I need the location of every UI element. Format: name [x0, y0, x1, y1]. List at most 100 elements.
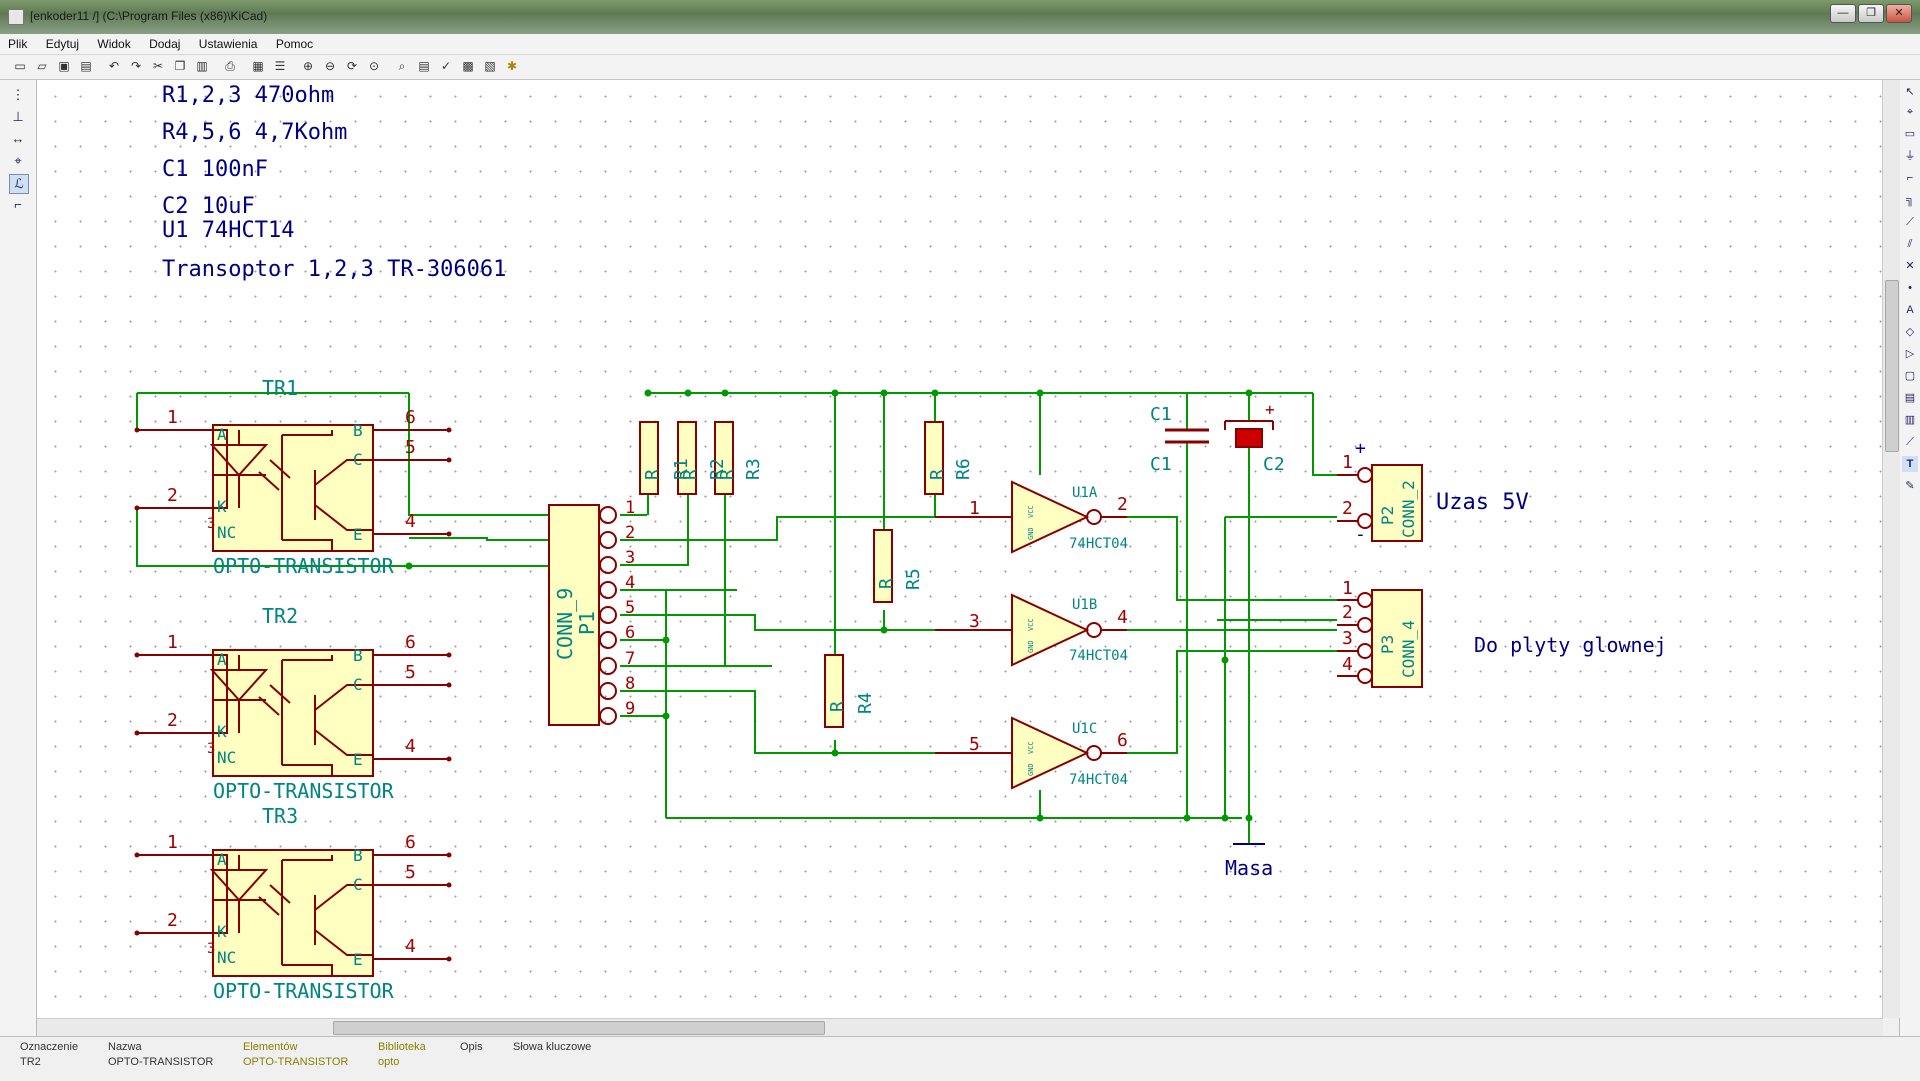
menu-plik[interactable]: Plik: [8, 37, 28, 51]
pin-num: 2: [167, 710, 178, 731]
junction-dot: [1245, 814, 1253, 822]
add-wire-icon[interactable]: ⌐: [1906, 172, 1914, 184]
capacitor-c1[interactable]: C1 C1: [1150, 404, 1209, 475]
resistor-r4[interactable]: [824, 654, 844, 728]
pin-num: 3: [207, 516, 215, 532]
import-sheet-pin-icon[interactable]: ▤: [1904, 392, 1916, 404]
opto-pin-ends: [134, 852, 452, 962]
menu-edytuj[interactable]: Edytuj: [45, 37, 80, 51]
units-inch-icon[interactable]: ⊥: [12, 109, 24, 124]
horizontal-scroll-thumb[interactable]: [333, 1021, 825, 1035]
pin-num: 4: [1342, 654, 1353, 675]
add-line-icon[interactable]: ⟋: [1906, 436, 1914, 448]
resistor-r5[interactable]: [873, 529, 893, 603]
p1-ref: P1: [575, 611, 599, 635]
open-icon[interactable]: ▱: [37, 59, 47, 73]
left-toolbar: ⋮ ⊥ ↔ ⌖ ℒ ⌐: [0, 80, 37, 1038]
pin-num: 2: [1342, 602, 1353, 623]
pin-name-a: A: [217, 425, 227, 444]
opto-tr1[interactable]: TR1 OPTO-TRANSISTOR A K NC B C E 1 2 3 6…: [134, 376, 452, 578]
pcbnew-icon[interactable]: ✱: [506, 59, 518, 73]
erc-icon[interactable]: ✓: [440, 59, 452, 73]
select-arrow-icon[interactable]: ↖: [1905, 86, 1915, 98]
bus-entry-icon[interactable]: ⫽: [1907, 238, 1913, 250]
find-icon[interactable]: ⌕: [398, 59, 406, 73]
units-mm-icon[interactable]: ↔: [11, 131, 25, 146]
add-power-icon[interactable]: ⏚: [1904, 150, 1916, 162]
pin-num: 1: [167, 407, 178, 428]
wire: [408, 393, 557, 516]
schematic-canvas[interactable]: R1,2,3 470ohm R4,5,6 4,7Kohm C1 100nF C2…: [37, 80, 1883, 1018]
p2-ref: P2: [1378, 506, 1397, 525]
note-line: R1,2,3 470ohm: [162, 83, 334, 108]
opto-tr3[interactable]: TR3 OPTO-TRANSISTOR A K NC B C E 1 2 3 6…: [134, 804, 452, 1003]
save-all-icon[interactable]: ▤: [80, 59, 92, 73]
add-component-icon[interactable]: ▭: [1904, 128, 1916, 140]
add-label-icon[interactable]: A: [1906, 304, 1914, 316]
add-junction-icon[interactable]: •: [1908, 282, 1912, 294]
pin-num: 2: [167, 485, 178, 506]
add-hier-label-icon[interactable]: ▷: [1905, 348, 1915, 360]
undo-icon[interactable]: ↶: [108, 59, 120, 73]
pin-num: 1: [1342, 578, 1353, 599]
zoom-redraw-icon[interactable]: ⟳: [346, 59, 358, 73]
add-global-label-icon[interactable]: ◇: [1905, 326, 1915, 338]
connector-p2[interactable]: 1 2 + - P2 CONN_2 Uzas 5V: [1337, 438, 1529, 545]
highlight-net-icon[interactable]: ⌖: [1906, 106, 1914, 118]
connector-p1[interactable]: 1 2 3 4 5 6 7 8 9 CONN_9 P1: [548, 498, 635, 726]
new-icon[interactable]: ▭: [14, 59, 26, 73]
resistor-r1[interactable]: [639, 421, 659, 495]
menu-dodaj[interactable]: Dodaj: [149, 37, 181, 51]
pin-name-b: B: [353, 421, 363, 440]
zoom-fit-icon[interactable]: ⊙: [368, 59, 380, 73]
add-sheet-icon[interactable]: ▢: [1904, 370, 1916, 382]
add-text-icon[interactable]: T: [1902, 456, 1918, 472]
vertical-scroll-thumb[interactable]: [1885, 280, 1899, 452]
opto-value: OPTO-TRANSISTOR: [213, 779, 395, 803]
wire-angle-icon[interactable]: ⌐: [14, 197, 22, 212]
resistor-r6[interactable]: [924, 421, 944, 495]
paste-icon[interactable]: ▥: [196, 59, 208, 73]
gate-u1c[interactable]: U1C 74HCT04 5 6 GND VCC: [935, 716, 1128, 790]
vertical-scrollbar[interactable]: [1882, 80, 1900, 1018]
zoom-out-icon[interactable]: ⊖: [324, 59, 336, 73]
cursor-shape-icon[interactable]: ⌖: [14, 153, 22, 168]
menu-pomoc[interactable]: Pomoc: [275, 37, 314, 51]
redo-icon[interactable]: ↷: [130, 59, 142, 73]
delete-icon[interactable]: ✎: [1905, 480, 1915, 492]
add-sheet-pin-icon[interactable]: ▥: [1904, 414, 1916, 426]
maximize-button[interactable]: ❐: [1858, 4, 1884, 23]
close-button[interactable]: ✕: [1886, 4, 1912, 23]
resistor-r2[interactable]: [677, 421, 697, 495]
menu-ustawienia[interactable]: Ustawienia: [198, 37, 258, 51]
print-icon[interactable]: ⎙: [225, 59, 235, 73]
bom-icon[interactable]: ☰: [274, 59, 286, 73]
grid-toggle-icon[interactable]: ⋮: [11, 87, 25, 102]
horizontal-scrollbar[interactable]: [37, 1018, 1883, 1036]
minimize-button[interactable]: —: [1830, 4, 1856, 23]
gate-u1a[interactable]: U1A 74HCT04 1 2 GND VCC: [935, 480, 1128, 554]
cut-icon[interactable]: ✂: [152, 59, 164, 73]
pin-num: 4: [1117, 607, 1128, 628]
cvpcb-icon[interactable]: ▧: [484, 59, 496, 73]
copy-icon[interactable]: ❐: [174, 59, 186, 73]
capacitor-c2[interactable]: + C2: [1224, 400, 1285, 475]
ground-masa[interactable]: Masa: [1225, 843, 1273, 880]
hidden-pins-icon[interactable]: ℒ: [9, 174, 29, 194]
wire: [1127, 650, 1337, 754]
pin-num: 3: [207, 941, 215, 957]
pin-name-gnd: GND: [1027, 763, 1035, 776]
wire-entry-icon[interactable]: ⟋: [1906, 216, 1914, 228]
opto-tr2[interactable]: TR2 OPTO-TRANSISTOR A K NC B C E 1 2 3 6…: [134, 604, 452, 803]
netlist-icon[interactable]: ▦: [252, 59, 264, 73]
save-icon[interactable]: ▣: [58, 59, 70, 73]
annotate-icon[interactable]: ▤: [418, 59, 430, 73]
connector-p3[interactable]: 1 2 3 4 P3 CONN_4 Do plyty glownej: [1337, 578, 1667, 688]
resistor-r3[interactable]: [714, 421, 734, 495]
library-icon[interactable]: ▩: [462, 59, 474, 73]
no-connect-icon[interactable]: ✕: [1905, 260, 1915, 272]
zoom-in-icon[interactable]: ⊕: [302, 59, 314, 73]
gate-u1b[interactable]: U1B 74HCT04 3 4 GND VCC: [935, 593, 1128, 667]
add-bus-icon[interactable]: ╗: [1906, 194, 1914, 206]
menu-widok[interactable]: Widok: [97, 37, 131, 51]
